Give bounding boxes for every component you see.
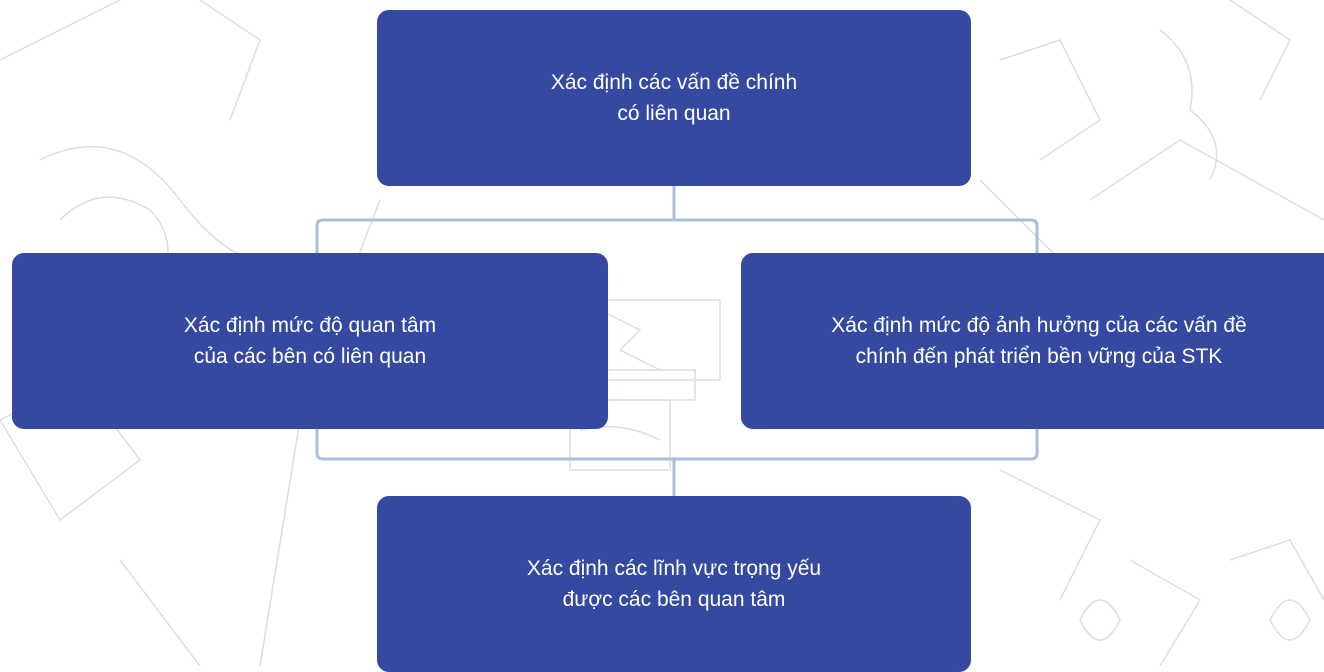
node-bottom-line2: được các bên quan tâm <box>562 588 786 611</box>
connector-top-bracket <box>315 218 1039 253</box>
node-left-line2: của các bên có liên quan <box>193 345 427 368</box>
node-bottom-line1: Xác định các lĩnh vực trọng yếu <box>526 557 822 580</box>
node-identify-key-issues-text: Xác định các vấn đề chính có liên quan <box>551 67 797 129</box>
node-material-areas: Xác định các lĩnh vực trọng yếu được các… <box>377 496 971 672</box>
node-sustainability-impact: Xác định mức độ ảnh hưởng của các vấn đề… <box>741 253 1324 429</box>
node-stakeholder-interest: Xác định mức độ quan tâm của các bên có … <box>12 253 608 429</box>
connector-bottom-bracket <box>315 429 1039 461</box>
node-top-line1: Xác định các vấn đề chính <box>550 71 798 94</box>
node-left-line1: Xác định mức độ quan tâm <box>183 314 437 337</box>
node-right-line1: Xác định mức độ ảnh hưởng của các vấn đề <box>831 314 1247 337</box>
node-stakeholder-interest-text: Xác định mức độ quan tâm của các bên có … <box>184 310 436 372</box>
node-identify-key-issues: Xác định các vấn đề chính có liên quan <box>377 10 971 186</box>
node-material-areas-text: Xác định các lĩnh vực trọng yếu được các… <box>527 553 821 615</box>
node-right-line2: chính đến phát triển bền vững của STK <box>855 345 1223 368</box>
node-top-line2: có liên quan <box>617 102 731 125</box>
node-sustainability-impact-text: Xác định mức độ ảnh hưởng của các vấn đề… <box>831 310 1246 372</box>
